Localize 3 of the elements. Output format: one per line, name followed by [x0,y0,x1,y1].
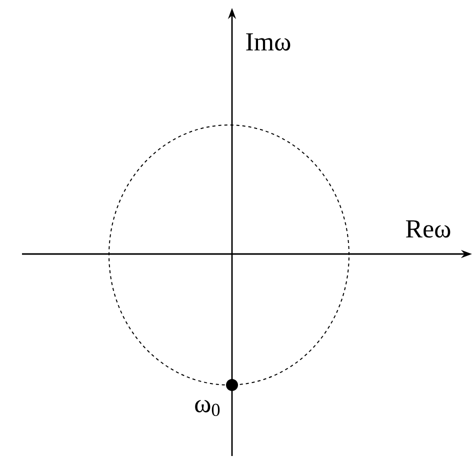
dashed-circle [108,124,350,386]
axis-label: Reω [406,220,450,238]
axis-label: Imω [246,33,290,51]
